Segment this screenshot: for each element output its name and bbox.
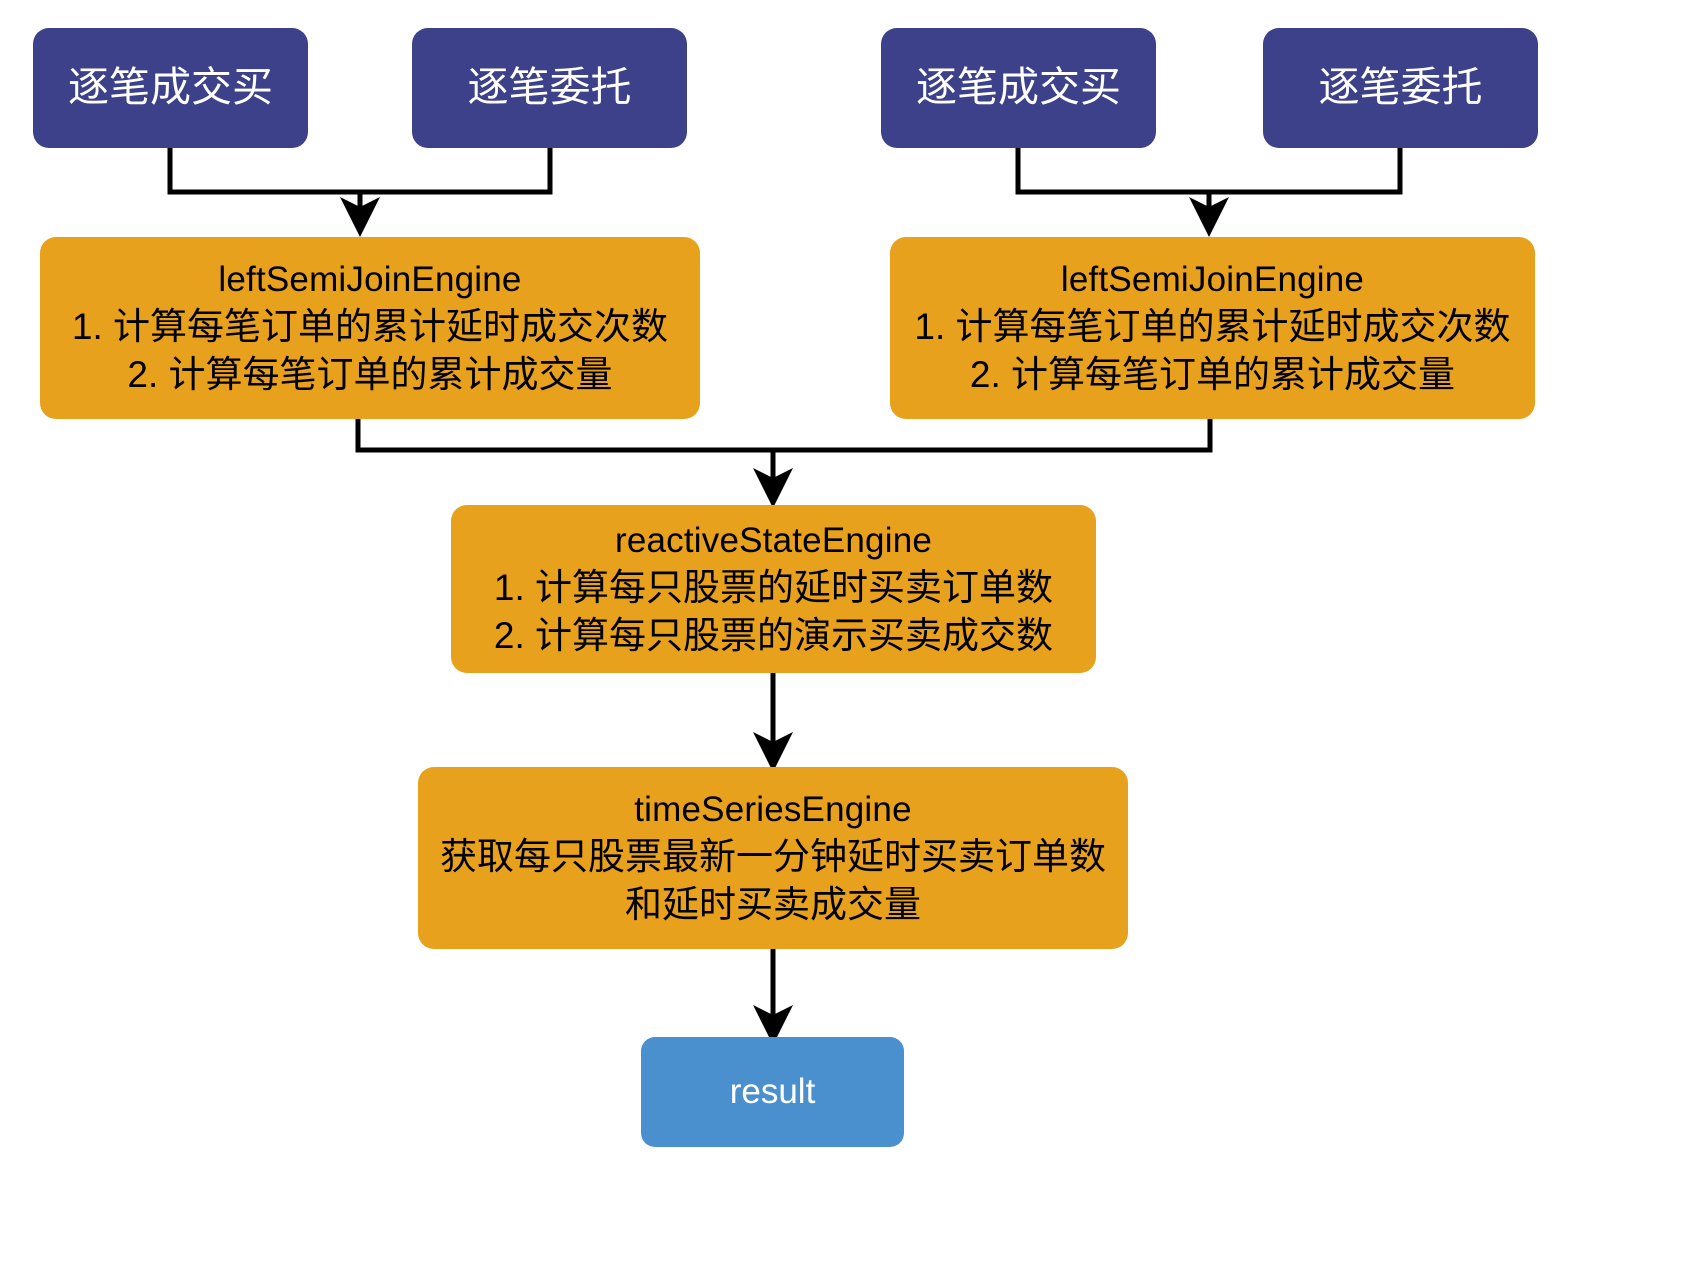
node-reactive-state-engine[interactable]: reactiveStateEngine 1. 计算每只股票的延时买卖订单数 2.… [451,505,1096,673]
node-left-trade[interactable]: 逐笔成交买 [33,28,308,148]
node-right-order-label: 逐笔委托 [1318,64,1483,111]
node-right-semi-join-engine-line-1: 1. 计算每笔订单的累计延时成交次数 [914,305,1511,347]
edge-right-sources-to-right-join [1015,148,1403,237]
node-right-trade-label: 逐笔成交买 [916,64,1121,111]
node-reactive-state-engine-title: reactiveStateEngine [614,521,933,561]
node-time-series-engine[interactable]: timeSeriesEngine 获取每只股票最新一分钟延时买卖订单数 和延时买… [418,767,1128,949]
node-left-semi-join-engine-title: leftSemiJoinEngine [218,260,522,300]
node-left-semi-join-engine[interactable]: leftSemiJoinEngine 1. 计算每笔订单的累计延时成交次数 2.… [40,237,700,419]
node-right-semi-join-engine[interactable]: leftSemiJoinEngine 1. 计算每笔订单的累计延时成交次数 2.… [890,237,1535,419]
node-result-label: result [729,1072,816,1112]
node-right-trade[interactable]: 逐笔成交买 [881,28,1156,148]
node-left-semi-join-engine-line-1: 1. 计算每笔订单的累计延时成交次数 [71,305,669,347]
node-left-semi-join-engine-line-2: 2. 计算每笔订单的累计成交量 [127,353,613,395]
node-left-order[interactable]: 逐笔委托 [412,28,687,148]
node-time-series-engine-line-1: 获取每只股票最新一分钟延时买卖订单数 [440,835,1106,877]
node-right-semi-join-engine-line-2: 2. 计算每笔订单的累计成交量 [969,353,1456,395]
edge-left-sources-to-left-join [167,148,553,237]
node-reactive-state-engine-line-1: 1. 计算每只股票的延时买卖订单数 [493,566,1054,608]
node-right-order[interactable]: 逐笔委托 [1263,28,1538,148]
node-reactive-state-engine-line-2: 2. 计算每只股票的演示买卖成交数 [493,614,1054,656]
node-time-series-engine-title: timeSeriesEngine [634,790,912,830]
node-right-semi-join-engine-title: leftSemiJoinEngine [1060,260,1365,300]
edge-joins-to-reactive-state [355,418,1213,508]
node-left-trade-label: 逐笔成交买 [68,64,273,111]
node-time-series-engine-line-2: 和延时买卖成交量 [625,883,921,925]
node-result[interactable]: result [641,1037,904,1147]
node-left-order-label: 逐笔委托 [467,64,632,111]
